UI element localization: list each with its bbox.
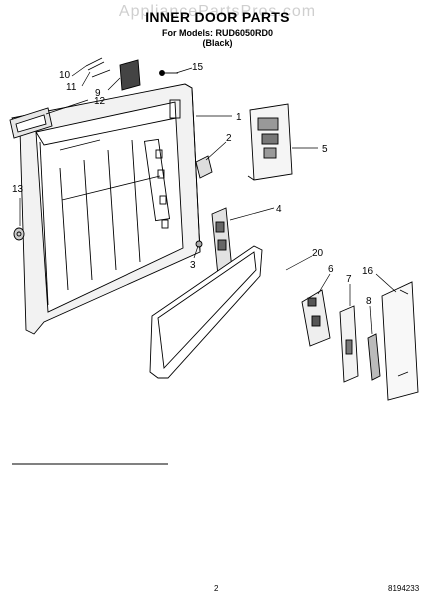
part-5-dispenser xyxy=(247,103,293,181)
callout-8: 8 xyxy=(366,296,372,307)
diagram-title: INNER DOOR PARTS xyxy=(145,9,290,25)
callout-3: 3 xyxy=(190,260,196,271)
part-15-screw xyxy=(159,70,178,76)
models-line: For Models: RUD6050RD0 xyxy=(161,28,274,38)
callout-11: 11 xyxy=(66,82,77,93)
callout-1: 1 xyxy=(236,112,242,123)
callout-13: 13 xyxy=(12,184,24,195)
part-4-hinge xyxy=(211,207,233,277)
part-20-outer-panel xyxy=(149,245,263,379)
callout-9: 9 xyxy=(95,88,101,99)
part-10-11-springs xyxy=(85,57,111,78)
inner-door-panel xyxy=(11,83,201,335)
part-2-clip xyxy=(195,155,213,179)
callout-20: 20 xyxy=(312,248,324,259)
callout-numbers: 10 11 9 12 15 1 2 5 13 4 3 20 6 7 16 8 xyxy=(12,62,374,307)
callout-16: 16 xyxy=(362,266,374,277)
callout-2: 2 xyxy=(226,133,232,144)
part-8-spring xyxy=(367,333,381,381)
part-13-bumper xyxy=(13,227,25,241)
callout-4: 4 xyxy=(276,204,282,215)
callout-10: 10 xyxy=(59,70,71,81)
callout-7: 7 xyxy=(346,274,352,285)
part-9-cover xyxy=(119,59,141,91)
part-6-latch xyxy=(301,289,331,347)
part-3-screw xyxy=(195,240,203,248)
callout-12: 12 xyxy=(94,96,106,107)
part-7-bracket xyxy=(339,305,359,383)
watermark: AppliancePartsPros.com xyxy=(118,3,317,20)
leader-lines xyxy=(19,65,397,335)
page-number: 2 xyxy=(214,584,219,593)
part-12-handle xyxy=(9,107,53,139)
callout-15: 15 xyxy=(192,62,204,73)
color-line: (Black) xyxy=(202,38,233,48)
callout-6: 6 xyxy=(328,264,334,275)
document-number: 8194233 xyxy=(388,584,420,593)
part-16-trim xyxy=(381,281,419,401)
callout-5: 5 xyxy=(322,144,328,155)
